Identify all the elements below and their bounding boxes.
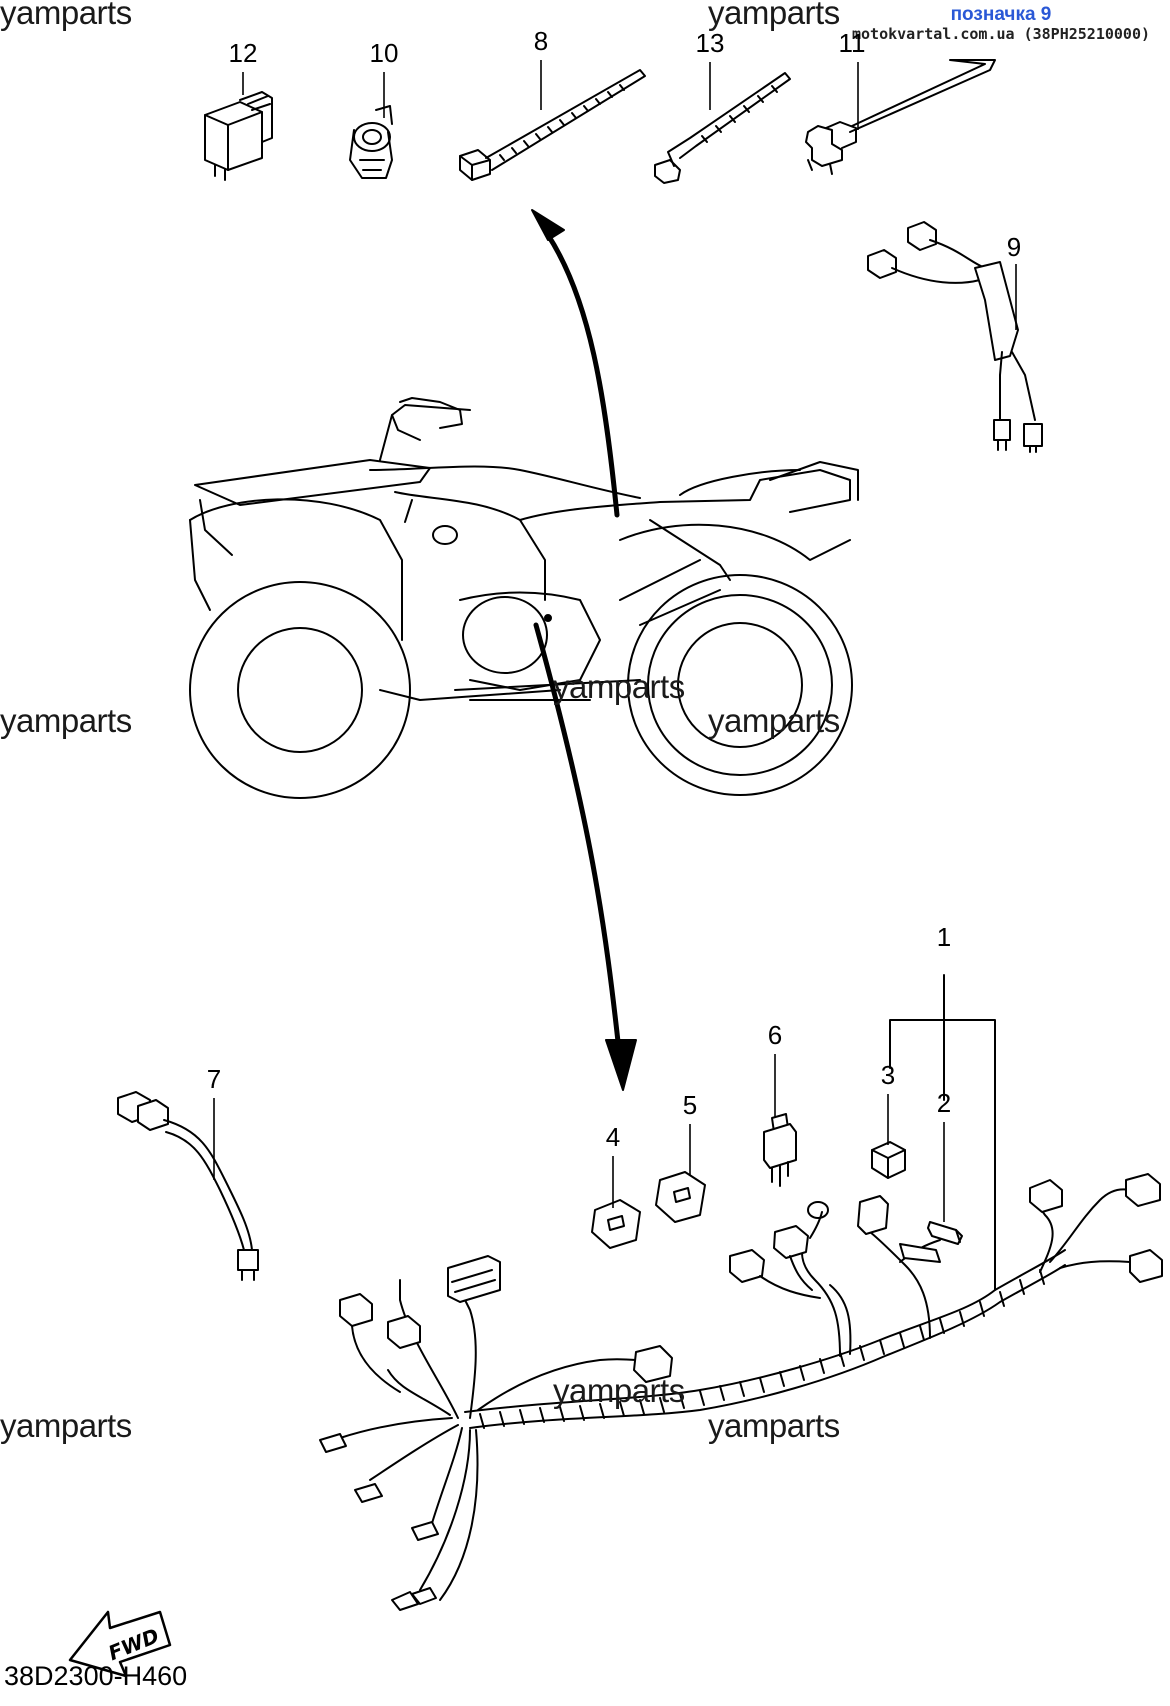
callout-12: 12	[228, 38, 258, 68]
watermark: yamparts	[0, 1407, 132, 1444]
callout-6: 6	[767, 1020, 783, 1050]
part-1-main-harness	[319, 1173, 1163, 1611]
callout-bracket-1	[889, 974, 996, 1291]
callout-3: 3	[880, 1060, 896, 1090]
arrow-down-head	[605, 1039, 637, 1091]
watermark: yamparts	[553, 668, 685, 705]
callout-10: 10	[369, 38, 399, 68]
watermark: yamparts	[708, 0, 840, 31]
part-2-fuse	[927, 1221, 963, 1245]
watermark: yamparts	[0, 0, 132, 31]
callout-13: 13	[695, 28, 725, 58]
part-4-cover	[591, 1199, 641, 1249]
pointer-arrows	[531, 209, 637, 1091]
callout-11: 11	[838, 28, 866, 58]
part-9-sub-harness	[867, 221, 1043, 453]
callout-4: 4	[605, 1122, 621, 1152]
diagram-code: 38D2300-H460	[4, 1661, 188, 1691]
callout-1: 1	[936, 922, 952, 952]
tag-title: позначка 9	[950, 4, 1052, 25]
part-tag: позначка 9 motokvartal.com.ua (38PH25210…	[852, 4, 1150, 43]
part-3-relay	[871, 1141, 906, 1179]
watermark: yamparts	[0, 702, 132, 739]
part-7-sub-harness	[117, 1091, 259, 1281]
part-6-switch	[763, 1113, 797, 1187]
callout-7: 7	[206, 1064, 222, 1094]
callout-8: 8	[533, 26, 549, 56]
atv-vehicle-outline	[189, 397, 859, 799]
part-13-cable-tie	[654, 72, 791, 184]
part-5-cover	[655, 1171, 706, 1223]
part-12-relay	[204, 91, 273, 181]
callout-9: 9	[1006, 232, 1022, 262]
callout-5: 5	[682, 1090, 698, 1120]
watermark: yamparts	[553, 1372, 685, 1409]
part-11-band-clip	[805, 59, 996, 175]
part-8-cable-tie	[459, 69, 646, 181]
part-10-clamp	[349, 105, 393, 179]
watermark: yamparts	[708, 702, 840, 739]
watermark: yamparts	[708, 1407, 840, 1444]
arrow-up-head	[531, 209, 565, 241]
callout-2: 2	[936, 1088, 952, 1118]
tag-subtitle: motokvartal.com.ua (38PH25210000)	[851, 24, 1150, 43]
